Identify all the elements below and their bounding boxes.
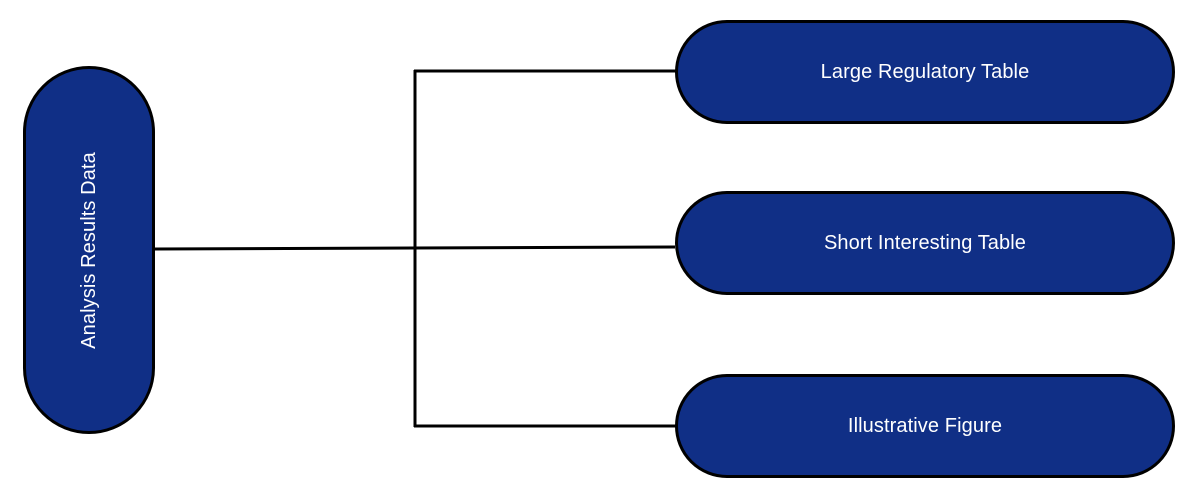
target-node-illustrative-figure: Illustrative Figure	[675, 374, 1175, 478]
source-node-label: Analysis Results Data	[77, 151, 100, 349]
target-node-large-regulatory-table: Large Regulatory Table	[675, 20, 1175, 124]
target-node-short-interesting-table: Short Interesting Table	[675, 191, 1175, 295]
target-node-label: Short Interesting Table	[823, 231, 1027, 254]
source-node-analysis-results-data: Analysis Results Data	[23, 66, 155, 434]
target-node-label: Illustrative Figure	[847, 414, 1003, 437]
target-node-label: Large Regulatory Table	[820, 60, 1030, 83]
